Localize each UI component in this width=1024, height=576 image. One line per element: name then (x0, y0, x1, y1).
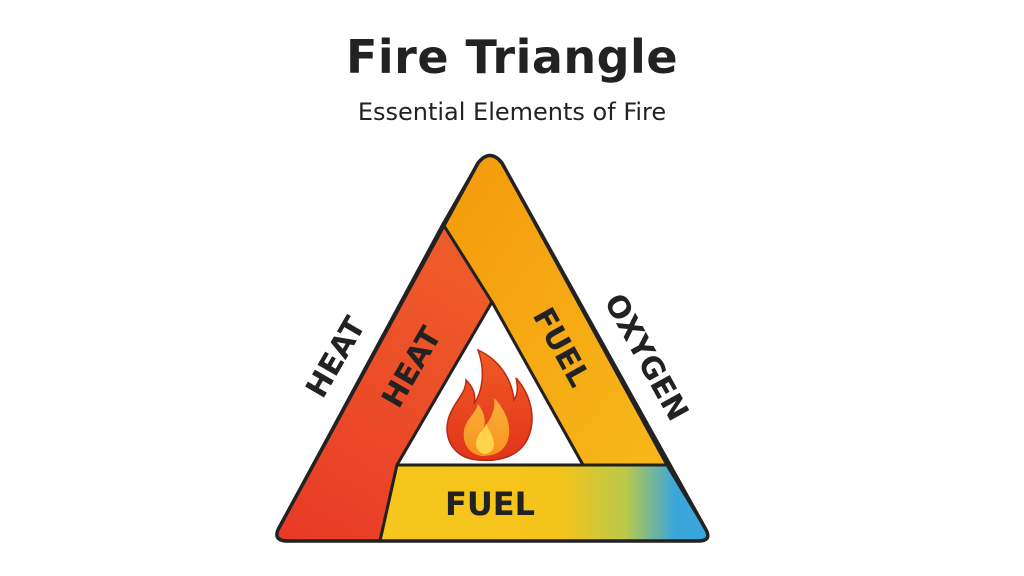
diagram-title: Fire Triangle (345, 30, 679, 84)
bottom-band-label: FUEL (445, 485, 535, 523)
diagram-subtitle: Essential Elements of Fire (357, 98, 667, 126)
bottom-band (378, 463, 710, 543)
outer-triangle-outline (275, 153, 710, 543)
flame-icon (446, 348, 533, 462)
